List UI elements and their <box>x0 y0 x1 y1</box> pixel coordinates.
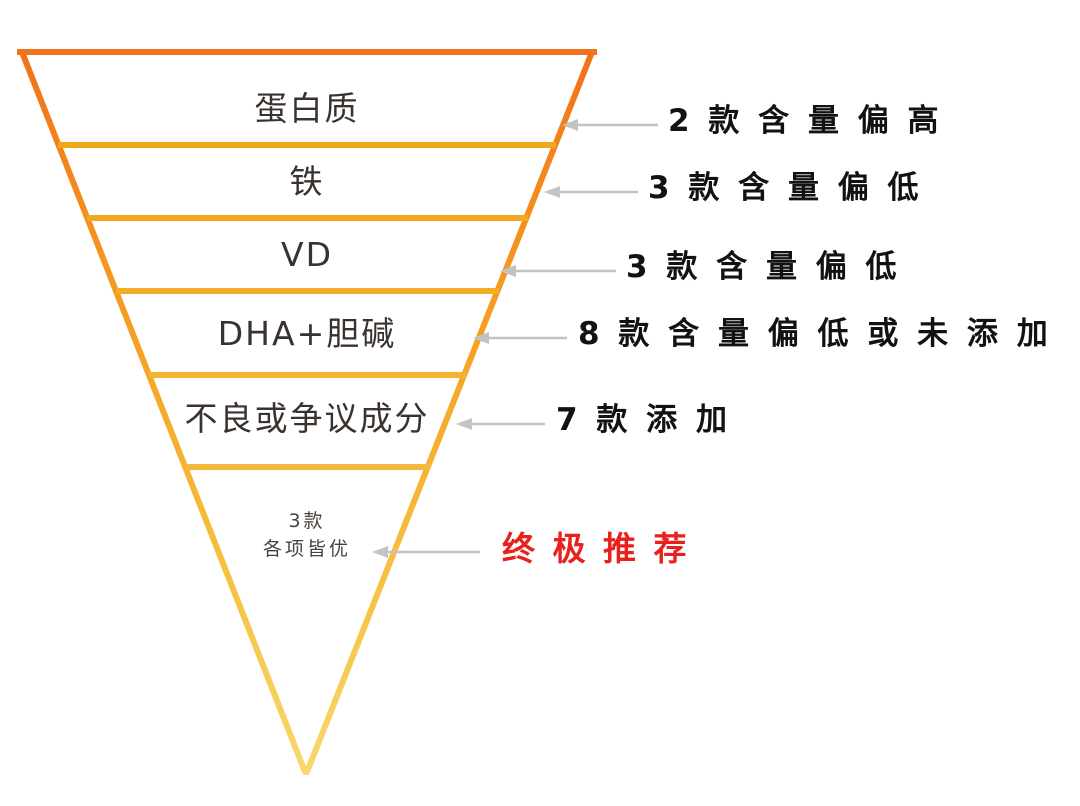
arrowhead-dha <box>473 332 489 344</box>
arrowhead-recommend <box>372 546 388 558</box>
funnel-tip-line1: 3款 <box>288 510 326 532</box>
funnel-left-edge <box>19 49 308 775</box>
dha-callout: 8 款 含 量 偏 低 或 未 添 加 <box>578 316 1052 352</box>
band-label-protein: 蛋白质 <box>254 89 360 128</box>
arrowhead-additives <box>456 418 472 430</box>
band-label-iron: 铁 <box>289 162 325 201</box>
recommend-callout: 终 极 推 荐 <box>502 529 690 568</box>
iron-callout: 3 款 含 量 偏 低 <box>648 170 923 206</box>
funnel-right-edge <box>304 49 595 775</box>
additives-callout: 7 款 添 加 <box>556 402 731 438</box>
arrowhead-iron <box>544 186 560 198</box>
band-label-dha-choline: DHA+胆碱 <box>217 314 397 353</box>
protein-callout: 2 款 含 量 偏 高 <box>668 103 943 139</box>
band-label-vitamin-d: VD <box>281 235 333 274</box>
band-label-additives: 不良或争议成分 <box>184 399 430 438</box>
funnel-dividers <box>58 142 556 470</box>
funnel-tip-line2: 各项皆优 <box>262 537 351 560</box>
vitamin-d-callout: 3 款 含 量 偏 低 <box>626 249 901 285</box>
arrowhead-protein <box>562 119 578 131</box>
funnel-tip-label: 3款 各项皆优 <box>0 508 614 563</box>
arrowhead-vitamin-d <box>500 265 516 277</box>
funnel-connectors <box>372 119 658 558</box>
funnel-outline <box>17 49 597 775</box>
